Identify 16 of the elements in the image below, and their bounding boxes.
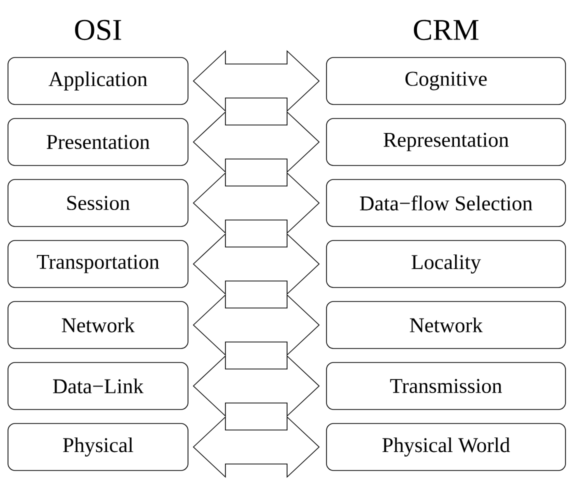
layer-box: Transportation [8,240,188,288]
layer-box: Network [8,301,188,349]
layer-box: Locality [326,240,566,288]
column-heading: OSI [75,20,122,40]
layer-box: Network [326,301,566,349]
layer-box: Presentation [8,118,188,166]
layer-box: Cognitive [326,57,566,105]
layer-box: Physical World [326,423,566,471]
layer-box: Transmission [326,362,566,410]
layer-box: Physical [8,423,188,471]
column-heading: CRM [414,20,478,40]
layer-box: Data−Link [8,362,188,410]
layer-box: Application [8,57,188,105]
layer-box: Session [8,179,188,227]
layer-box: Representation [326,118,566,166]
layer-box: Data−flow Selection [326,179,566,227]
